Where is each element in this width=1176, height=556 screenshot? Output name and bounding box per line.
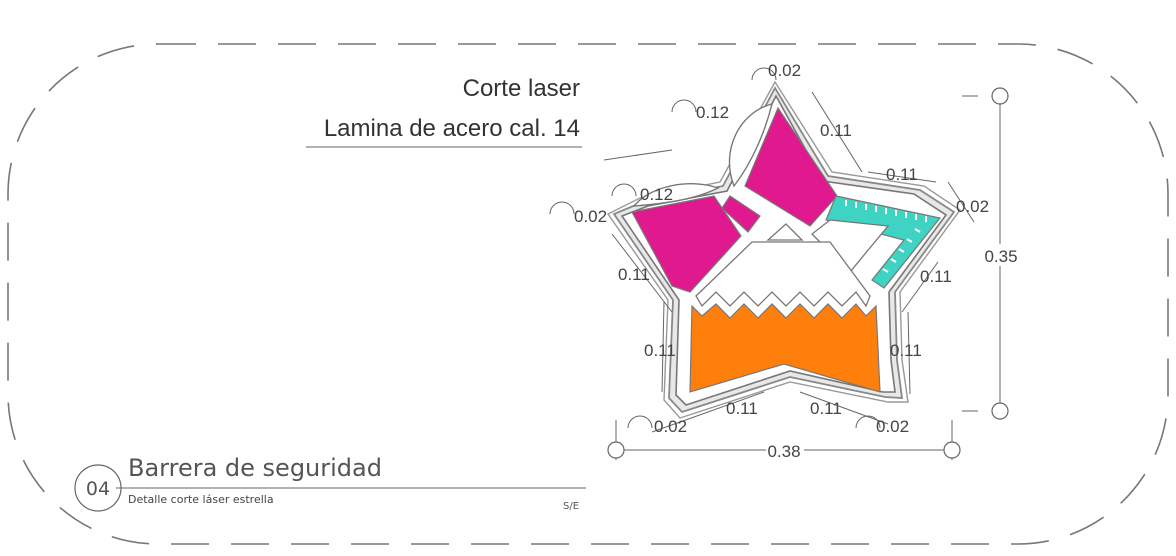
dim-edge-right: 0.11 bbox=[920, 267, 952, 286]
dashed-frame bbox=[7, 43, 1169, 545]
dimension-markers bbox=[607, 87, 1009, 459]
bow-knot-strip bbox=[721, 195, 761, 233]
dim-total-width: 0.38 bbox=[767, 442, 800, 461]
dim-upper-left-b: 0.12 bbox=[640, 185, 673, 204]
ear-cutout-top bbox=[728, 103, 773, 188]
orange-base bbox=[689, 303, 881, 393]
detail-number: 04 bbox=[86, 478, 110, 500]
dim-top-point: 0.02 bbox=[768, 61, 801, 80]
material-note: Corte laser Lamina de acero cal. 14 bbox=[306, 75, 582, 148]
material-note-line1: Corte laser bbox=[463, 75, 580, 102]
width-start-marker bbox=[607, 441, 625, 459]
star-outline-outer bbox=[606, 80, 961, 419]
dim-bottom-left-edge: 0.11 bbox=[726, 399, 758, 418]
dim-edge-top-right-2: 0.11 bbox=[886, 165, 918, 184]
dim-bottom-right-point: 0.02 bbox=[876, 417, 909, 436]
width-end-marker bbox=[943, 441, 961, 459]
dim-lower-right: 0.11 bbox=[890, 341, 922, 360]
dim-right-point: 0.02 bbox=[956, 197, 989, 216]
dim-left-point: 0.02 bbox=[574, 207, 607, 226]
inner-triangle-cutout bbox=[766, 223, 804, 241]
dimension-lines bbox=[549, 67, 1001, 460]
dim-bottom-right-edge: 0.11 bbox=[810, 399, 842, 418]
dim-edge-top-right-1: 0.11 bbox=[820, 121, 852, 140]
set-square bbox=[825, 195, 942, 289]
star-piece bbox=[606, 80, 961, 419]
dim-total-height: 0.35 bbox=[984, 247, 1017, 266]
set-square-ticks-side bbox=[882, 228, 921, 273]
ear-cutout-left bbox=[632, 182, 720, 207]
set-square-ticks-top bbox=[845, 200, 927, 222]
height-top-marker bbox=[991, 87, 1009, 105]
dim-upper-left-a: 0.12 bbox=[696, 103, 729, 122]
height-bottom-marker bbox=[991, 402, 1009, 420]
dim-lower-left: 0.11 bbox=[644, 341, 676, 360]
bow-right-wing bbox=[744, 106, 838, 227]
scale-label: S/E bbox=[563, 501, 579, 512]
bow-left-wing bbox=[631, 195, 742, 293]
detail-title: Barrera de seguridad bbox=[128, 454, 382, 482]
title-block: 04 Barrera de seguridad Detalle corte lá… bbox=[74, 454, 586, 512]
dim-bottom-left-point: 0.02 bbox=[654, 417, 687, 436]
dim-edge-left: 0.11 bbox=[618, 265, 650, 284]
material-note-line2: Lamina de acero cal. 14 bbox=[324, 115, 580, 142]
dimension-labels: 0.38 0.35 0.02 0.12 0.12 0.02 0.02 0.11 … bbox=[574, 61, 1020, 461]
detail-subtitle: Detalle corte láser estrella bbox=[128, 493, 274, 506]
crown-cutout bbox=[695, 241, 871, 308]
